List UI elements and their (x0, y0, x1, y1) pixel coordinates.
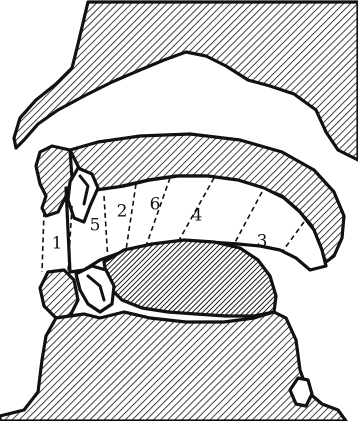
zone-label: 6 (150, 195, 161, 215)
zone-label: 5 (90, 216, 101, 236)
lower-lip (40, 270, 78, 318)
lower-jaw (0, 312, 346, 421)
divider-a (42, 212, 44, 272)
lower-incisor (76, 266, 114, 312)
zone-label: 3 (257, 232, 268, 252)
zone-label: 4 (192, 206, 203, 226)
zone-label: 1 (52, 234, 63, 254)
zone-label: 2 (117, 202, 128, 222)
tongue (104, 240, 276, 316)
